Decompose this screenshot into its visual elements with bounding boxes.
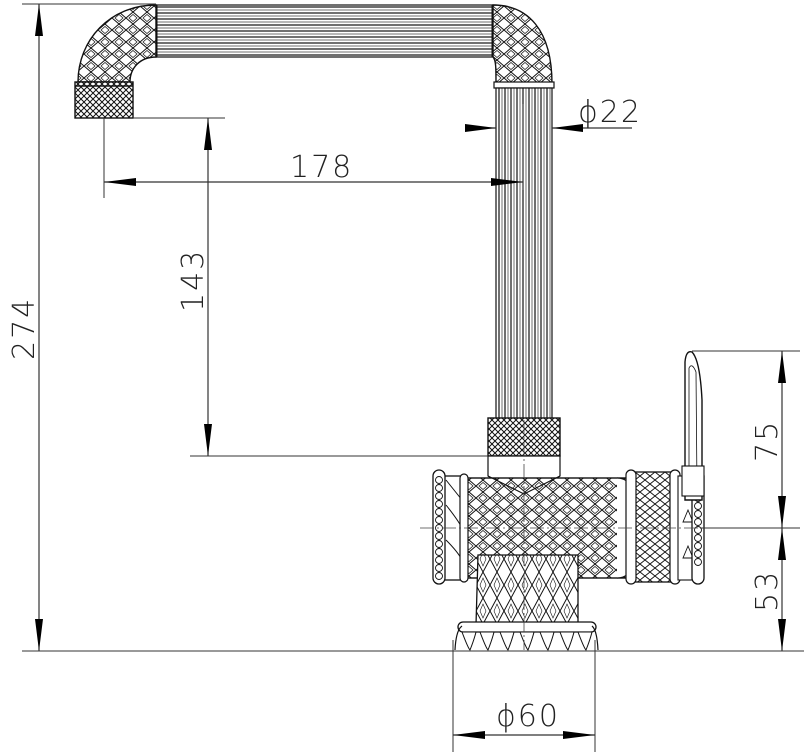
dimension-label-143: 143	[176, 249, 211, 312]
dimension-label-d60: ϕ60	[496, 699, 560, 734]
dimension-spout-height: 143	[133, 117, 488, 457]
dimension-label-53: 53	[750, 570, 785, 612]
dimension-label-d22: ϕ22	[578, 95, 642, 130]
dimension-label-274: 274	[7, 297, 42, 360]
aerator	[74, 81, 134, 119]
faucet-body	[74, 4, 720, 651]
base-flange	[457, 621, 597, 633]
dimension-base-diameter: ϕ60	[452, 640, 596, 752]
spout-horizontal-tube	[155, 4, 497, 58]
spout-left-elbow	[77, 4, 157, 83]
dimension-axis-height: 53	[750, 528, 786, 651]
dimension-handle-height: 75	[692, 350, 800, 529]
dimension-total-height: 274	[7, 3, 804, 652]
pedestal	[475, 554, 579, 626]
base-leaves	[461, 631, 593, 651]
dimension-spout-reach: 178	[103, 104, 524, 198]
dimension-label-178: 178	[290, 150, 353, 185]
dimension-tube-diameter: ϕ22	[465, 95, 642, 132]
dimension-label-75: 75	[750, 420, 785, 462]
spout-right-elbow	[492, 4, 553, 85]
spout-vertical-tube	[495, 87, 553, 421]
cartridge-sleeve	[631, 471, 673, 583]
